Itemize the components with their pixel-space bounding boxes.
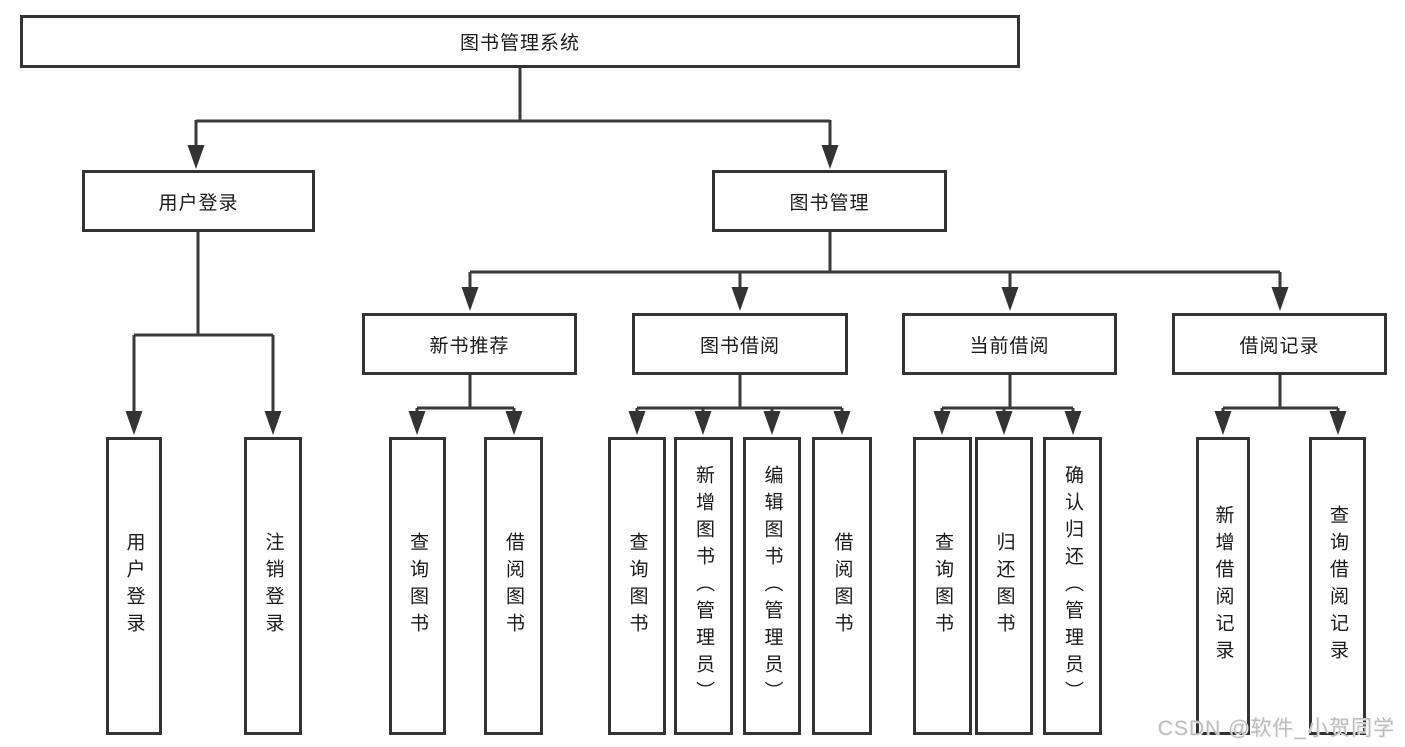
- node-label: 借阅图书: [831, 532, 853, 640]
- node-library-system: 图书管理系统: [20, 15, 1020, 68]
- node-label: 借阅图书: [503, 532, 524, 640]
- node-new-book-recommend: 新书推荐: [362, 313, 577, 375]
- node-borrow-records: 借阅记录: [1172, 313, 1387, 375]
- node-label: 新增图书（管理员）: [693, 464, 714, 708]
- node-label: 注销登录: [262, 532, 284, 640]
- node-user-login: 用户登录: [82, 170, 315, 232]
- node-book-management: 图书管理: [712, 170, 947, 232]
- leaf-query-books-current: 查询图书: [913, 437, 972, 735]
- leaf-confirm-return-admin: 确认归还（管理员）: [1043, 437, 1102, 735]
- node-label: 查询图书: [626, 532, 648, 640]
- node-label: 编辑图书（管理员）: [761, 464, 783, 708]
- node-label: 图书管理系统: [459, 33, 580, 54]
- node-label: 用户登录: [123, 532, 145, 640]
- node-label: 借阅记录: [1239, 335, 1320, 357]
- node-label: 归还图书: [993, 532, 1015, 640]
- node-label: 用户登录: [158, 192, 239, 214]
- leaf-query-books-borrowing: 查询图书: [608, 437, 666, 735]
- csdn-watermark: CSDN @软件_小贺同学: [1157, 717, 1395, 740]
- node-label: 查询借阅记录: [1327, 505, 1348, 667]
- node-label: 确认归还（管理员）: [1062, 464, 1083, 708]
- node-current-borrowing: 当前借阅: [902, 313, 1117, 375]
- node-label: 新增借阅记录: [1212, 505, 1234, 667]
- node-label: 图书管理: [789, 192, 870, 214]
- leaf-borrow-books-recommend: 借阅图书: [484, 437, 543, 735]
- leaf-borrow-books: 借阅图书: [812, 437, 872, 735]
- leaf-query-books-recommend: 查询图书: [389, 437, 446, 735]
- node-label: 新书推荐: [429, 335, 510, 357]
- node-label: 当前借阅: [969, 335, 1050, 357]
- leaf-add-book-admin: 新增图书（管理员）: [674, 437, 733, 735]
- leaf-query-borrow-record: 查询借阅记录: [1309, 437, 1366, 735]
- leaf-add-borrow-record: 新增借阅记录: [1196, 437, 1250, 735]
- leaf-logout: 注销登录: [244, 437, 302, 735]
- node-label: 查询图书: [932, 532, 953, 640]
- node-book-borrowing: 图书借阅: [632, 313, 848, 375]
- leaf-return-books: 归还图书: [975, 437, 1033, 735]
- arrowheads: [125, 145, 1347, 435]
- leaf-edit-book-admin: 编辑图书（管理员）: [743, 437, 801, 735]
- leaf-user-login: 用户登录: [106, 437, 162, 735]
- node-label: 图书借阅: [699, 335, 780, 357]
- node-label: 查询图书: [407, 532, 428, 640]
